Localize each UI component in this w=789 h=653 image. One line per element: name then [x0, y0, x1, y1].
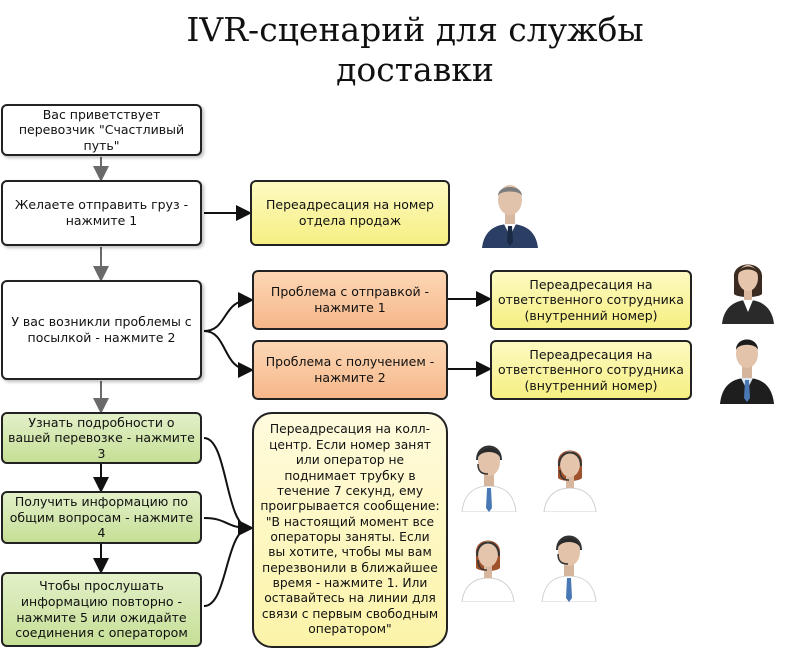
send-problem-node: Проблема с отправкой - нажмите 1	[252, 270, 448, 330]
title-line-2: доставки	[336, 49, 494, 89]
businessman-icon	[720, 339, 774, 404]
general-info-node: Получить информацию по общим вопросам - …	[1, 491, 202, 544]
title-line-1: IVR-сценарий для службы	[186, 10, 644, 49]
operator-icon	[541, 535, 597, 602]
businessman-icon	[482, 185, 538, 248]
responsible-node-1: Переадресация на ответственного сотрудни…	[490, 270, 692, 330]
businesswoman-icon	[722, 264, 774, 324]
connector	[203, 292, 254, 332]
connector	[203, 437, 254, 536]
operator-icon	[461, 540, 515, 602]
receive-problem-node: Проблема с получением - нажмите 2	[252, 340, 448, 400]
send-cargo-node: Желаете отправить груз - нажмите 1	[1, 180, 202, 246]
connector	[203, 527, 251, 607]
operator-icon	[543, 450, 597, 512]
details-node: Узнать подробности о вашей перевозке - н…	[1, 412, 202, 464]
sales-node: Переадресация на номер отдела продаж	[250, 180, 450, 246]
connector	[203, 517, 251, 529]
connector	[203, 330, 254, 378]
problems-node: У вас возникли проблемы с посылкой - наж…	[1, 280, 202, 380]
call-center-node: Переадресация на колл-центр. Если номер …	[252, 412, 448, 648]
responsible-node-2: Переадресация на ответственного сотрудни…	[490, 340, 692, 400]
repeat-node: Чтобы прослушать информацию повторно - н…	[1, 572, 202, 647]
greeting-node: Вас приветствует перевозчик "Счастливый …	[1, 104, 202, 156]
operator-icon	[461, 445, 517, 512]
page-title: IVR-сценарий для службы доставки	[0, 10, 789, 89]
